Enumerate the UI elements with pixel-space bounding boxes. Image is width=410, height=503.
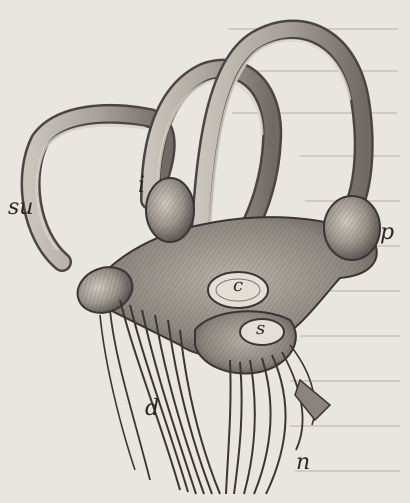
- label-su: su: [8, 197, 33, 219]
- label-p: p: [380, 222, 394, 244]
- saccule-body: [195, 311, 296, 373]
- label-i: i: [138, 175, 145, 197]
- ampulla-i: [146, 178, 194, 242]
- label-n: n: [296, 452, 310, 474]
- ampulla-p: [324, 196, 380, 260]
- label-s: s: [256, 320, 265, 338]
- label-c: c: [233, 277, 243, 295]
- label-d: d: [145, 398, 159, 420]
